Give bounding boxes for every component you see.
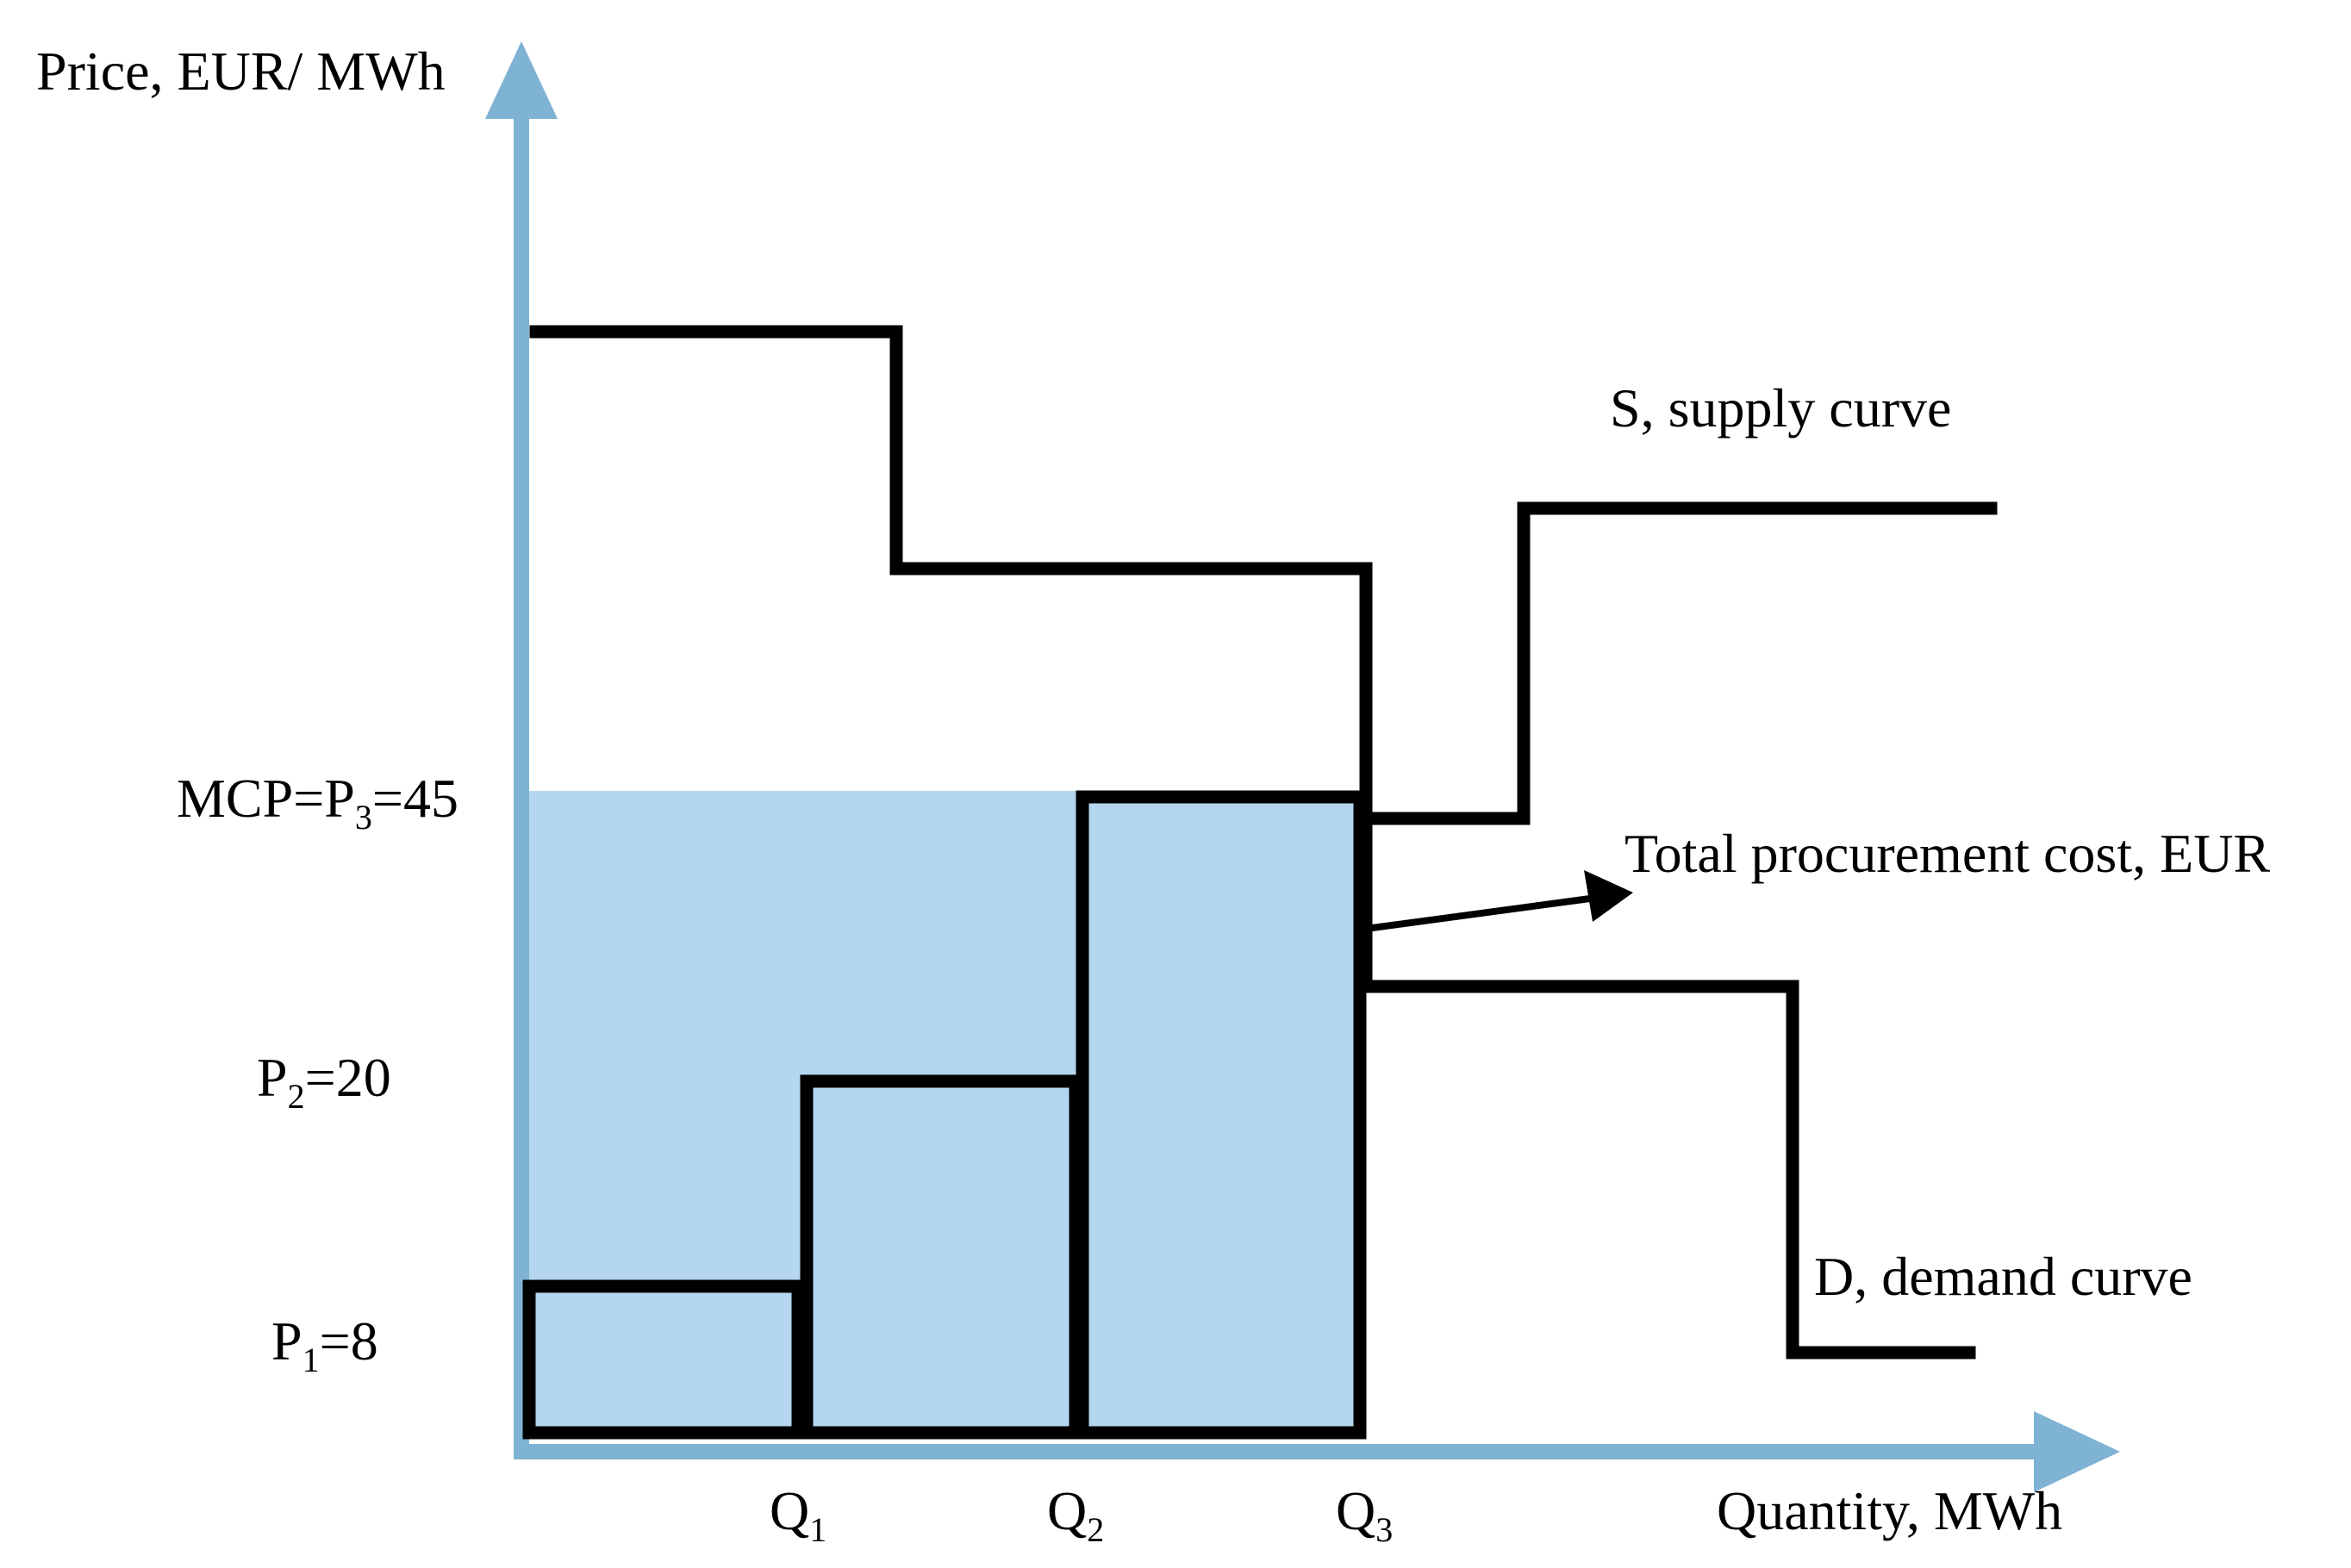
supply-curve-label: S, supply curve: [1610, 377, 1951, 439]
supply-bars: [522, 790, 1367, 1440]
demand-curve: [529, 325, 1976, 1360]
demand-curve-label: D, demand curve: [1814, 1246, 2192, 1307]
p2-label: P2=20: [257, 1047, 391, 1116]
supply-block-2: [800, 1074, 1082, 1440]
supply-block-1: [522, 1279, 805, 1440]
cost-pointer: [1365, 870, 1633, 932]
procurement-cost-label: Total procurement cost, EUR: [1624, 823, 2270, 884]
procurement-cost-area: [521, 791, 1364, 1437]
supply-curve: [1353, 501, 1998, 825]
p1-label: P1=8: [271, 1310, 378, 1379]
q2-label: Q2: [1047, 1480, 1104, 1549]
q1-label: Q1: [770, 1480, 826, 1549]
y-axis-arrowhead: [485, 41, 558, 119]
x-axis-arrowhead: [2034, 1411, 2120, 1492]
axes: [485, 41, 2120, 1492]
cost-arrow-line: [1365, 895, 1591, 932]
cost-arrowhead: [1584, 870, 1633, 922]
y-axis-title: Price, EUR/ MWh: [36, 40, 446, 102]
q3-label: Q3: [1336, 1480, 1393, 1549]
x-axis-title: Quantity, MWh: [1717, 1480, 2062, 1541]
mcp-label: MCP=P3=45: [177, 768, 458, 837]
supply-block-3: [1076, 790, 1367, 1440]
